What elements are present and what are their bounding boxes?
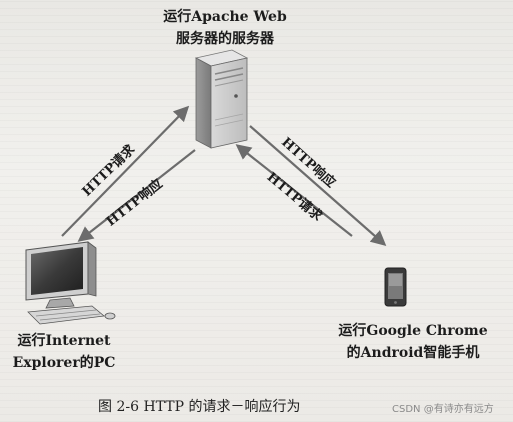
arrow-server-to-pc-response	[77, 149, 196, 242]
pc-label-line2: Explorer的PC	[12, 355, 116, 371]
pc-label: 运行Internet Explorer的PC	[4, 330, 124, 374]
pc-label-line1: 运行Internet	[17, 333, 111, 349]
desktop-pc-icon	[25, 241, 116, 325]
figure-caption: 图 2-6 HTTP 的请求－响应行为	[98, 399, 301, 415]
server-tower-icon	[194, 49, 249, 149]
arrow-pc-to-server-request	[61, 105, 190, 237]
server-label-line1: 运行Apache Web	[163, 9, 287, 25]
phone-label: 运行Google Chrome 的Android智能手机	[318, 320, 508, 364]
server-label: 运行Apache Web 服务器的服务器	[150, 6, 300, 50]
watermark: CSDN @有诗亦有远方	[392, 404, 494, 415]
smartphone-icon	[384, 267, 407, 307]
arrow-phone-to-server-request	[235, 144, 353, 237]
phone-label-line1: 运行Google Chrome	[338, 323, 488, 339]
phone-label-line2: 的Android智能手机	[346, 345, 480, 361]
server-label-line2: 服务器的服务器	[176, 31, 274, 47]
arrow-server-to-phone-response	[249, 125, 387, 247]
